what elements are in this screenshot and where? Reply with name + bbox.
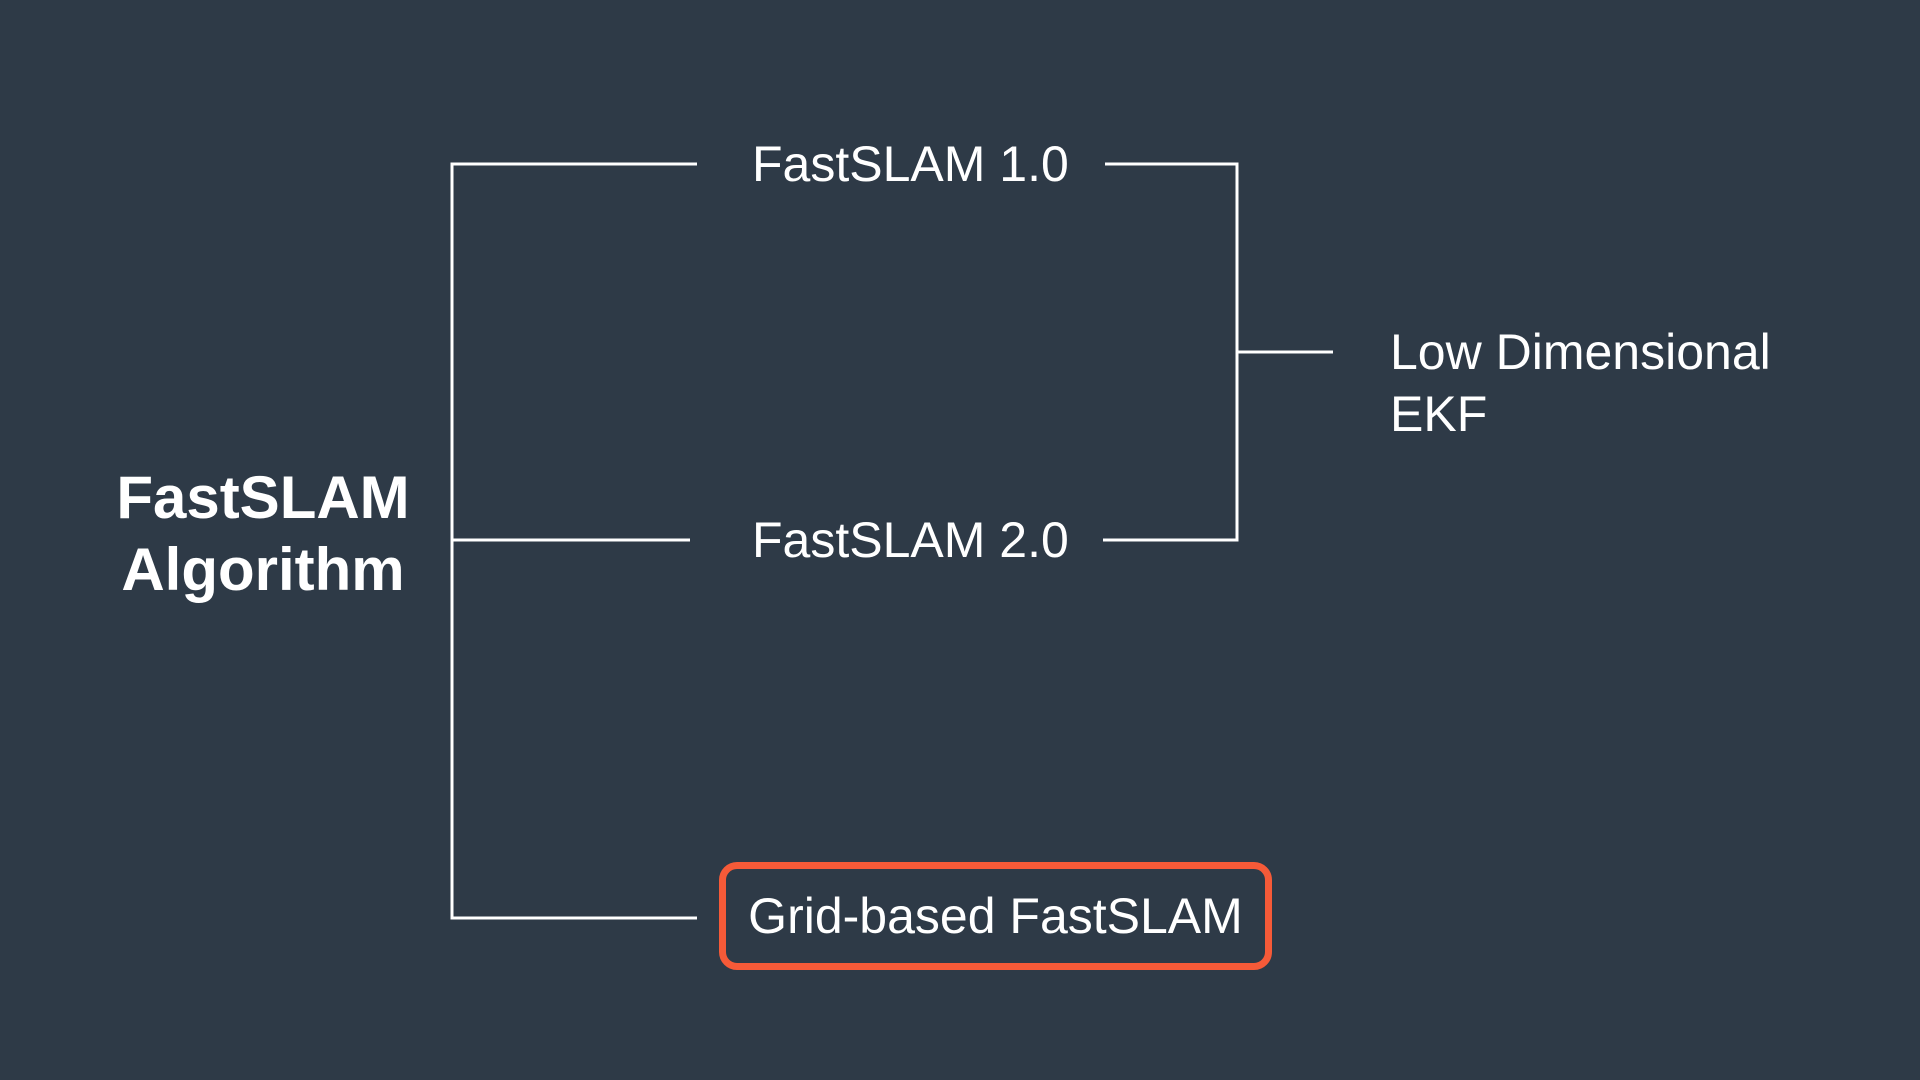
node-grid-based-fastslam: Grid-based FastSLAM: [719, 862, 1272, 970]
right-bracket-connector: [1103, 162, 1239, 542]
node-fastslam-2-label: FastSLAM 2.0: [752, 512, 1069, 568]
node-low-dimensional-ekf-label: Low Dimensional EKF: [1390, 324, 1771, 442]
root-node-label: FastSLAM Algorithm: [116, 464, 410, 603]
node-grid-based-fastslam-label: Grid-based FastSLAM: [748, 888, 1243, 944]
node-fastslam-1-label: FastSLAM 1.0: [752, 136, 1069, 192]
